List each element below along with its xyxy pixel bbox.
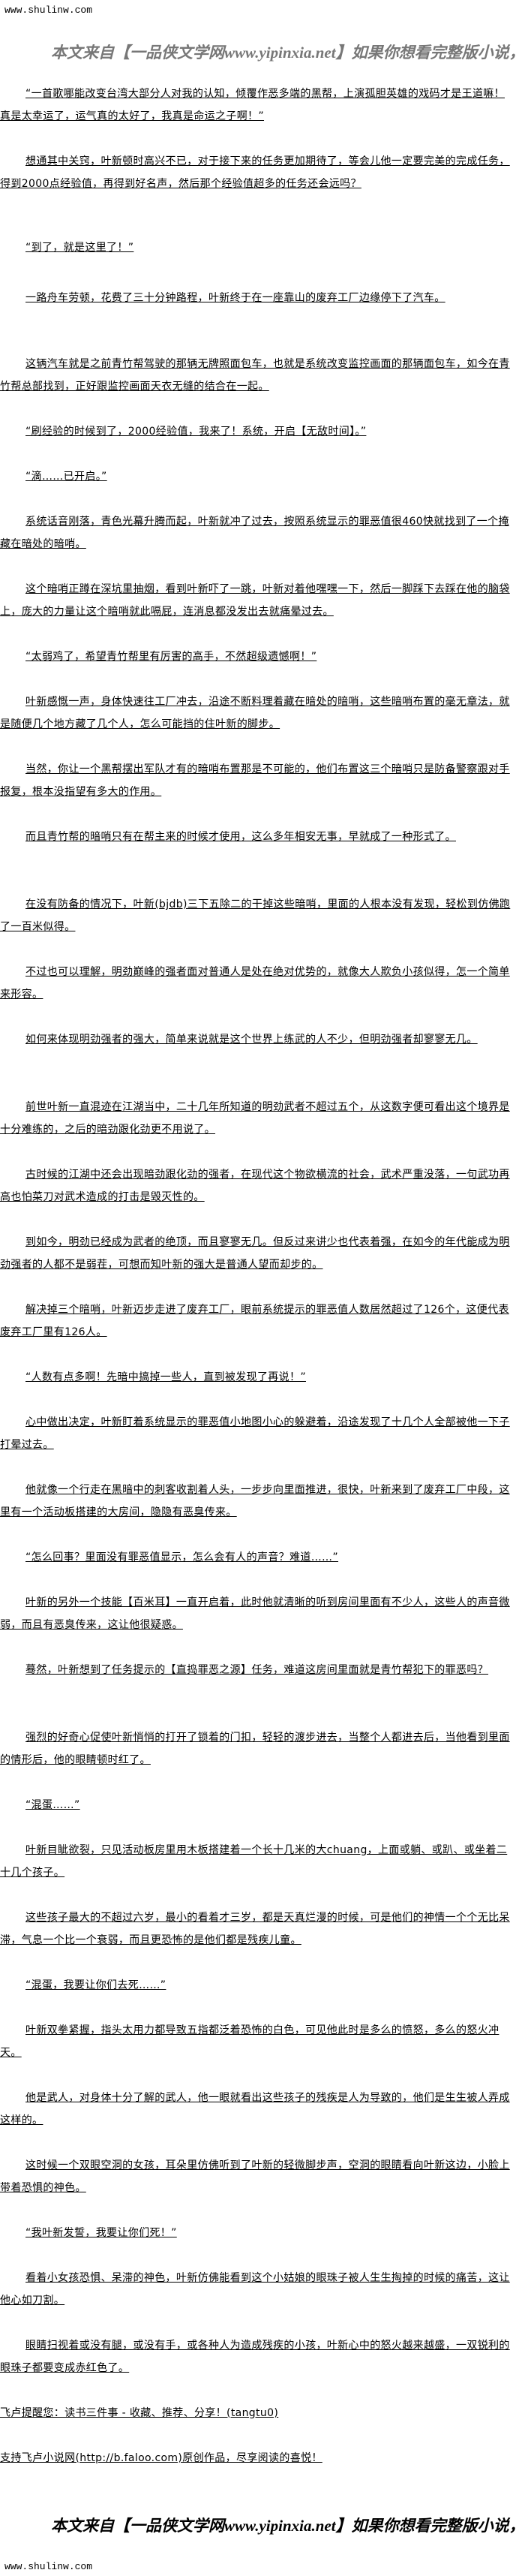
paragraph: 到如今，明劲已经成为武者的绝顶，而且寥寥无几。但反过来讲少也代表着强，在如今的年… <box>0 1236 510 1271</box>
paragraph: 眼睛扫视着或没有腿，或没有手，或各种人为造成残疾的小孩，叶新心中的怒火越来越盛，… <box>0 2340 510 2374</box>
paragraph: 不过也可以理解，明劲巅峰的强者面对普通人是处在绝对优势的，就像大人欺负小孩似得，… <box>0 966 510 1001</box>
paragraph: 这时候一个双眼空洞的女孩，耳朵里仿佛听到了叶新的轻微脚步声，空洞的眼睛看向叶新这… <box>0 2159 510 2194</box>
paragraph: “人数有点多啊！先暗中搞掉一些人，直到被发现了再说！” <box>26 1371 306 1383</box>
paragraph: “滴……已开启。” <box>26 471 107 483</box>
paragraph: 如何来体现明劲强者的强大，简单来说就是这个世界上练武的人不少，但明劲强者却寥寥无… <box>26 1034 478 1046</box>
paragraph: 叶新双拳紧握，指头太用力都导致五指都泛着恐怖的白色，可见他此时是多么的愤怒，多么… <box>0 2024 500 2059</box>
site-url-top: www.shulinw.com <box>4 5 93 16</box>
paragraph: 系统话音刚落，青色光幕升腾而起，叶新就冲了过去，按照系统显示的罪恶值很460快就… <box>0 516 509 550</box>
watermark-banner-top: 本文来自【一品侠文学网www.yipinxia.net】如果你想看完整版小说，请 <box>51 44 525 62</box>
site-url-bottom: www.shulinw.com <box>4 2561 93 2572</box>
paragraph: “混蛋……” <box>26 1799 80 1811</box>
paragraph: 强烈的好奇心促使叶新悄悄的打开了锁着的门扣，轻轻的渡步进去，当整个人都进去后，当… <box>0 1732 510 1766</box>
paragraph: 这辆汽车就是之前青竹帮驾驶的那辆无牌照面包车，也就是系统改变监控画面的那辆面包车… <box>0 358 510 393</box>
paragraph: 解决掉三个暗哨，叶新迈步走进了废弃工厂，眼前系统提示的罪恶值人数居然超过了126… <box>0 1304 509 1338</box>
footer-reminder: 飞卢提醒您：读书三件事 - 收藏、推荐、分享！(tangtu0) <box>0 2407 279 2419</box>
paragraph: 叶新感慨一声，身体快速往工厂冲去，沿途不断料理着藏在暗处的暗哨，这些暗哨布置的毫… <box>0 696 510 730</box>
paragraph: 古时候的江湖中还会出现暗劲跟化劲的强者，在现代这个物欲横流的社会，武术严重没落，… <box>0 1169 510 1203</box>
paragraph: 在没有防备的情况下，叶新(bjdb)三下五除二的干掉这些暗哨，里面的人根本没有发… <box>0 898 511 933</box>
paragraph: “怎么回事？里面没有罪恶值显示，怎么会有人的声音？难道……” <box>26 1551 339 1563</box>
paragraph: 看着小女孩恐惧、呆滞的神色，叶新仿佛能看到这个小姑娘的眼珠子被人生生掏掉的时候的… <box>0 2272 510 2307</box>
paragraph: “混蛋，我要让你们去死……” <box>26 1979 166 1991</box>
paragraph: 他是武人，对身体十分了解的武人，他一眼就看出这些孩子的残疾是人为导致的，他们是生… <box>0 2092 510 2126</box>
paragraph: 叶新的另外一个技能【百米耳】一直开启着，此时他就清晰的听到房间里面有不少人，这些… <box>0 1596 510 1631</box>
paragraph: 而且青竹帮的暗哨只有在帮主来的时候才使用，这么多年相安无事，早就成了一种形式了。 <box>26 831 456 843</box>
paragraph: “到了，就是这里了！” <box>26 242 134 254</box>
paragraph: 他就像一个行走在黑暗中的刺客收割着人头，一步步向里面推进，很快，叶新来到了废弃工… <box>0 1484 510 1518</box>
paragraph: “太弱鸡了，希望青竹帮里有厉害的高手，不然超级遗憾啊！” <box>26 651 317 663</box>
paragraph: 这个暗哨正蹲在深坑里抽烟，看到叶新吓了一跳，叶新对着他嘿嘿一下，然后一脚踩下去踩… <box>0 583 510 618</box>
paragraph: 叶新目眦欲裂，只见活动板房里用木板搭建着一个长十几米的大chuang，上面或躺、… <box>0 1844 508 1879</box>
paragraph: 一路舟车劳顿，花费了三十分钟路程，叶新终于在一座靠山的废弃工厂边缘停下了汽车。 <box>26 292 446 304</box>
paragraph: “一首歌哪能改变台湾大部分人对我的认知，倾覆作恶多端的黑帮，上演孤胆英雄的戏码才… <box>0 88 505 122</box>
watermark-banner-bottom: 本文来自【一品侠文学网www.yipinxia.net】如果你想看完整版小说，请 <box>51 2517 525 2535</box>
footer-support-link[interactable]: 支持飞卢小说网(http://b.faloo.com)原创作品，尽享阅读的喜悦！ <box>0 2452 322 2464</box>
paragraph: 想通其中关窍，叶新顿时高兴不已，对于接下来的任务更加期待了，等会儿他一定要完美的… <box>0 155 510 190</box>
paragraph: “我叶新发誓，我要让你们死！” <box>26 2227 177 2239</box>
paragraph: “刷经验的时候到了，2000经验值，我来了！系统，开启【无敌时间】。” <box>26 426 367 438</box>
paragraph: 这些孩子最大的不超过六岁，最小的看着才三岁，都是天真烂漫的时候，可是他们的神情一… <box>0 1912 510 1946</box>
paragraph: 蓦然，叶新想到了任务提示的【直捣罪恶之源】任务，难道这房间里面就是青竹帮犯下的罪… <box>26 1664 489 1676</box>
paragraph: 心中做出决定，叶新盯着系统显示的罪恶值小地图小心的躲避着，沿途发现了十几个人全部… <box>0 1416 510 1451</box>
paragraph: 当然，你让一个黑帮摆出军队才有的暗哨布置那是不可能的，他们布置这三个暗哨只是防备… <box>0 763 510 798</box>
paragraph: 前世叶新一直混迹在江湖当中，二十几年所知道的明劲武者不超过五个，从这数字便可看出… <box>0 1101 510 1136</box>
